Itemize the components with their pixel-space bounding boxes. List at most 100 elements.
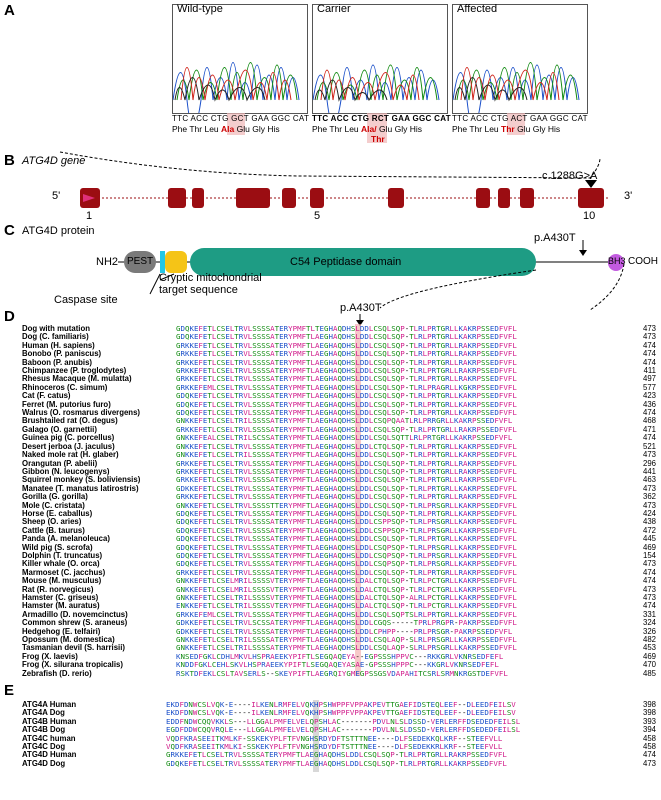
row-position: 577 <box>642 382 656 392</box>
row-name: Rhinoceros (C. simum) <box>22 382 108 392</box>
bh3-label: BH3 <box>608 256 626 266</box>
exon <box>520 188 534 208</box>
row-name: Horse (E. caballus) <box>22 508 93 518</box>
row-position: 473 <box>642 758 656 768</box>
aa: Leu <box>484 124 499 134</box>
aa: Phe <box>172 124 188 134</box>
aa: Leu <box>344 124 359 134</box>
chromatogram-wild-type: Wild-type <box>172 3 308 128</box>
pest-domain <box>124 251 156 273</box>
aa: Thr <box>189 124 203 134</box>
row-name: Panda (A. melanoleuca) <box>22 534 110 544</box>
row-name: Chimpanzee (P. troglodytes) <box>22 366 127 376</box>
row-position: 154 <box>642 550 656 560</box>
alignment-row: GRKKEFETLCSELTRVLSSSSATERYPMFTLAEGHAQDHS… <box>176 340 517 350</box>
alignment-row: GNKKEFETLCSELMRILSSSSVTERYPMFTLAEGHAQDHS… <box>176 576 517 586</box>
row-name: Manatee (T. manatus latirostris) <box>22 483 139 493</box>
alignment-row: KNDDFGKLCEHLSKVLHSPRAEEKYPIFTLSEGQAQEYAS… <box>176 660 499 670</box>
row-position: 398 <box>642 700 656 709</box>
amino-acids-wild-type: Phe Thr Leu Ala Glu Gly His <box>172 124 306 134</box>
row-name: Guinea pig (C. porcellus) <box>22 433 115 443</box>
row-position: 474 <box>642 576 656 586</box>
row-position: 473 <box>642 500 656 510</box>
trace-carrier <box>312 64 440 126</box>
alignment-row: GNKKEFEALCSELTRILSCSSATERYPMFTLAEGHAQDHS… <box>176 433 513 443</box>
row-name: Cattle (B. taurus) <box>22 525 85 535</box>
pointer-caspase <box>149 273 161 295</box>
alignment-row: GNKKEFETLCSELTRVLSSSSTTERYPMFTLAEGHAQDHS… <box>176 500 517 510</box>
c54-domain <box>190 248 536 276</box>
aa: Gly <box>252 124 265 134</box>
aa: Glu <box>379 124 393 134</box>
protein-title: ATG4D protein <box>22 225 95 237</box>
aa-mutated: Ala/ <box>361 124 377 134</box>
alignment-row: GRKKEFETLCSELTRVLSSSSATERYPMFTLAEGHAQDHS… <box>176 567 517 577</box>
row-position: 398 <box>642 708 656 718</box>
alignment-row: GRKKEFETLCSELTRVLSSSSATERYPMFTLAEGHAQDHS… <box>176 357 517 367</box>
mutation-label: c.1288G>A <box>542 170 598 182</box>
alignment-row: VQDFKRASEEITKMLKI-SSKEKYPLFTFVNGHSRDYDFT… <box>166 742 503 752</box>
aa: Phe <box>312 124 328 134</box>
row-position: 436 <box>642 399 656 409</box>
row-name: Naked mole rat (H. glaber) <box>22 450 119 460</box>
row-name: Hamster (M. auratus) <box>22 601 100 611</box>
row-position: 474 <box>642 357 656 367</box>
row-position: 394 <box>642 725 656 735</box>
alignment-row: GDQKEFETLCSELTRVLSSSSATERYPMFTLAEGHAQDHS… <box>176 542 517 552</box>
alignment-row: KNSEDFGKLCDHLMKVLHSPRAEEKYPIFTLSEGQAQEYA… <box>176 651 504 661</box>
row-position: 362 <box>642 492 656 502</box>
codon-highlight <box>227 113 245 135</box>
chromatogram-title: Carrier <box>317 3 351 15</box>
five-prime-label: 5' <box>52 190 61 202</box>
alignment-row: GNKKEFETLCSELMRILSSSSVTERYPMFTLAEGHAQDHS… <box>176 584 517 594</box>
row-position: 482 <box>642 635 656 645</box>
row-position: 423 <box>642 391 656 401</box>
row-name: ATG4A Human <box>22 700 77 709</box>
row-name: Mole (C. cristata) <box>22 500 85 510</box>
variant-label-d: p.A430T <box>340 302 382 314</box>
row-position: 474 <box>642 750 656 760</box>
alignment-row: GDKKEFETLCSELTRVLSCSSATERYPMFTLAEGHAQDHS… <box>176 618 517 628</box>
alignment-row: GNKKEFETLCSELTRILSSSSATERYPMFTLAEGHAQDHS… <box>176 450 517 460</box>
exon <box>168 188 186 208</box>
row-name: Human (H. sapiens) <box>22 340 95 350</box>
row-name: ATG4C Dog <box>22 742 66 752</box>
row-position: 473 <box>642 593 656 602</box>
aa-mutated: Ala <box>221 124 235 134</box>
cooh-label: COOH <box>628 256 658 267</box>
row-name: Bonobo (P. paniscus) <box>22 349 102 359</box>
codon-highlight <box>367 113 387 143</box>
variant-column-highlight-e <box>313 700 319 772</box>
exon <box>282 188 296 208</box>
dashed-connector <box>59 151 601 179</box>
alignment-row: GRKKEFETLCSELTRVLSSSSATERYPMFTLAEGHAQDHS… <box>176 492 517 502</box>
alignment-row: GDQKEFETLCSELTRVLSSSSATERYPMFTLAEGHAQDHS… <box>176 408 517 418</box>
exon <box>388 188 404 208</box>
row-name: Frog (X. silurana tropicalis) <box>22 660 123 670</box>
exon-5 <box>310 188 324 208</box>
alignment-row: EDDFNDWCQQVKKLS---LLGGALPMFELVELQPSHLAC-… <box>166 716 521 726</box>
alignment-row: GDKKEFETLCSELTRVLSSSSATERYPMFTLAEGHAQDHS… <box>176 626 513 636</box>
row-position: 473 <box>642 332 656 342</box>
caspase-site-mark <box>160 251 165 273</box>
row-position: 473 <box>642 584 656 594</box>
row-name: Squirrel monkey (S. boliviensis) <box>22 475 141 485</box>
alignment-row: GRKKEFEMLCSELTRVLSSSSATERYPMFTLAEGHAQDHS… <box>176 382 517 392</box>
row-name: Hamster (C. griseus) <box>22 593 99 602</box>
row-position: 326 <box>642 626 656 636</box>
row-position: 331 <box>642 609 656 619</box>
alignment-row: RSKTDFEKLCSLTAVSERLS--SKEYPIFTLAEGRQIYGM… <box>176 668 508 678</box>
alignment-row: GRKKEFETLCSELTRVLSSSSATERYPMFTLAEGHAQDHS… <box>176 374 517 384</box>
row-name: ATG4B Dog <box>22 725 66 735</box>
row-position: 441 <box>642 466 656 476</box>
row-position: 458 <box>642 733 656 743</box>
row-position: 474 <box>642 433 656 443</box>
row-name: ATG4D Dog <box>22 758 66 768</box>
caspase-label: Caspase site <box>54 294 118 306</box>
row-position: 411 <box>643 366 656 376</box>
exon <box>192 188 204 208</box>
exon <box>236 188 270 208</box>
row-name: ATG4B Human <box>22 716 77 726</box>
row-position: 472 <box>642 525 656 535</box>
